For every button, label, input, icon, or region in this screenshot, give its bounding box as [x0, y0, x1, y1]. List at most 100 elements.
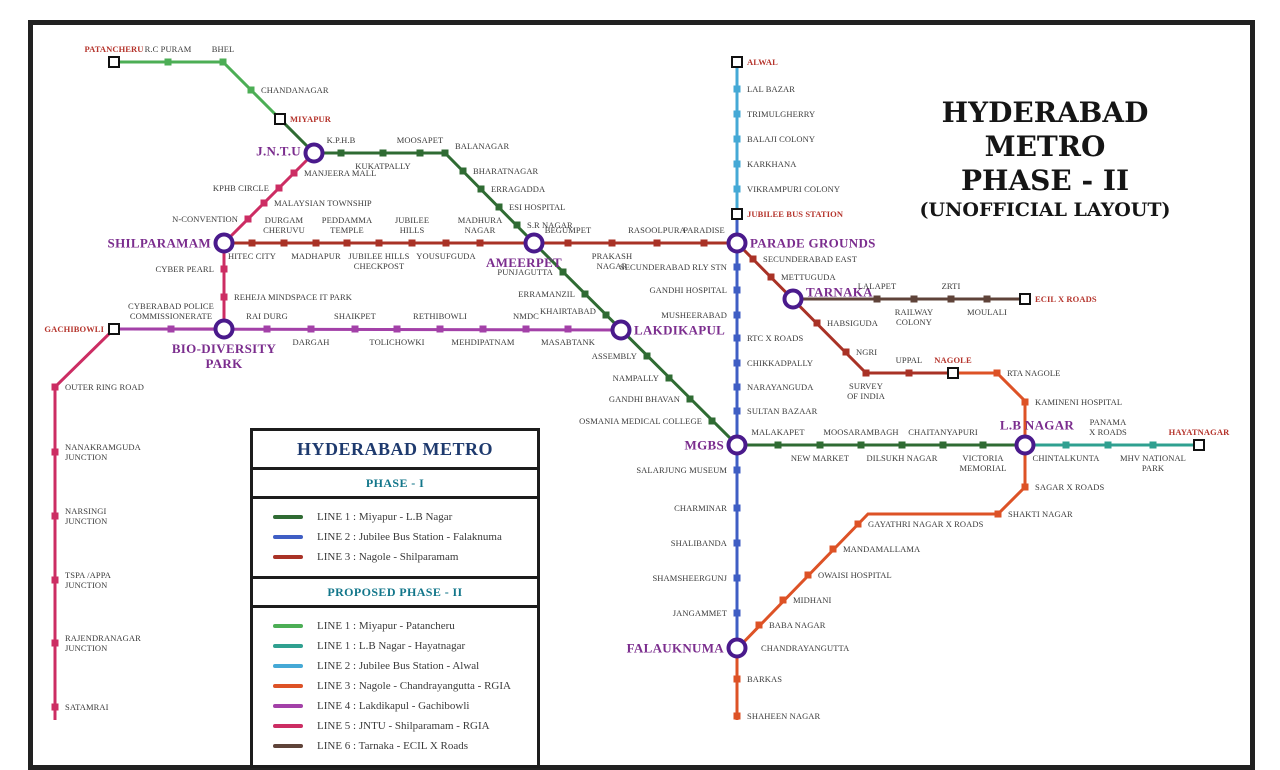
legend-phase2-header: PROPOSED PHASE - II [253, 579, 537, 608]
legend-row-label: LINE 5 : JNTU - Shilparamam - RGIA [317, 720, 490, 732]
legend-row-label: LINE 3 : Nagole - Chandrayangutta - RGIA [317, 680, 511, 692]
station-marker-moulali [983, 295, 991, 303]
station-marker-gandhi-bhavan [686, 395, 694, 403]
station-marker-musheerabad [733, 311, 741, 319]
station-label-habsiguda: HABSIGUDA [827, 317, 878, 328]
station-label-punjagutta: PUNJAGUTTA [497, 266, 553, 277]
station-label-j-n-t-u: J.N.T.U [256, 143, 301, 159]
station-marker-prakash-nagar [608, 239, 616, 247]
legend-row-line-1-miyapur-l-b-nagar: LINE 1 : Miyapur - L.B Nagar [253, 507, 537, 527]
station-label-zrti: ZRTI [941, 280, 961, 291]
station-label-madhura-nagar: MADHURA NAGAR [457, 214, 503, 235]
station-marker-shilparamam [213, 232, 235, 254]
station-marker-chikkadpally [733, 359, 741, 367]
station-label-kukatpally: KUKATPALLY [355, 161, 411, 171]
legend-box: HYDERABAD METRO PHASE - I LINE 1 : Miyap… [250, 428, 540, 768]
station-marker-cyber-pearl [220, 265, 228, 273]
station-marker-osmania-medical-college [708, 417, 716, 425]
station-label-tspa-appa-junction: TSPA /APPA JUNCTION [65, 569, 111, 590]
legend-row-label: LINE 4 : Lakdikapul - Gachibowli [317, 700, 470, 712]
station-label-baba-nagar: BABA NAGAR [769, 619, 826, 630]
station-marker-mehdipatnam [479, 325, 487, 333]
legend-row-line-3-nagole-shilparamam: LINE 3 : Nagole - Shilparamam [253, 547, 537, 567]
station-marker-secunderabad-east [749, 255, 757, 263]
station-marker-falauknuma [726, 637, 748, 659]
station-marker-mhv-national-park [1149, 441, 1157, 449]
station-marker-tarnaka [782, 288, 804, 310]
station-marker-baba-nagar [755, 621, 763, 629]
station-marker-rai-durg [263, 325, 271, 333]
station-label-moosarambagh: MOOSARAMBAGH [823, 426, 899, 437]
station-label-r-c-puram: R.C PURAM [144, 43, 192, 54]
legend-row-line-6-tarnaka-ecil-x-roads: LINE 6 : Tarnaka - ECIL X Roads [253, 736, 537, 756]
station-marker-barkas [733, 675, 741, 683]
map-title: HYDERABAD METRO PHASE - II (UNOFFICIAL L… [880, 96, 1210, 223]
station-label-s-r-nagar: S.R NAGAR [527, 219, 573, 230]
map-title-line3: (UNOFFICIAL LAYOUT) [919, 199, 1171, 222]
station-marker-hayatnagar [1193, 439, 1205, 451]
metro-line-line1-p2-miyapur-patancheru [114, 60, 282, 121]
station-label-jubilee-hills-checkpost: JUBILEE HILLS CHECKPOST [348, 251, 410, 272]
legend-row-label: LINE 1 : L.B Nagar - Hayatnagar [317, 640, 466, 652]
station-marker-j-n-t-u [303, 142, 325, 164]
station-label-mandamallama: MANDAMALLAMA [843, 543, 921, 554]
station-label-ngri: NGRI [856, 346, 878, 357]
station-label-moulali: MOULALI [967, 307, 1007, 317]
station-label-uppal: UPPAL [895, 354, 923, 365]
map-title-line1: HYDERABAD METRO [941, 96, 1149, 164]
legend-row-line-1-miyapur-patancheru: LINE 1 : Miyapur - Patancheru [253, 616, 537, 636]
station-marker-mandamallama [829, 545, 837, 553]
station-label-narayanguda: NARAYANGUDA [747, 381, 814, 392]
station-label-sultan-bazaar: SULTAN BAZAAR [747, 405, 818, 416]
station-marker-survey-of-india [862, 369, 870, 377]
station-label-assembly: ASSEMBLY [591, 350, 637, 361]
station-label-cyberabad-police-commissionerate: CYBERABAD POLICE COMMISSIONERATE [128, 300, 214, 321]
station-marker-gandhi-hospital [733, 286, 741, 294]
station-marker-trimulgherry [733, 110, 741, 118]
station-marker-gachibowli [108, 323, 120, 335]
station-label-osmania-medical-college: OSMANIA MEDICAL COLLEGE [579, 415, 702, 426]
station-label-lalapet: LALAPET [857, 280, 897, 291]
station-marker-uppal [905, 369, 913, 377]
metro-line-line4-lakdikapul-gachibowli [113, 327, 622, 332]
station-label-erramanzil: ERRAMANZIL [518, 288, 575, 299]
station-marker-tolichowki [393, 325, 401, 333]
station-marker-victoria-memorial [979, 441, 987, 449]
station-marker-s-r-nagar [513, 221, 521, 229]
station-label-rtc-x-roads: RTC X ROADS [747, 332, 804, 343]
legend-swatch [273, 704, 303, 708]
station-label-ecil-x-roads: ECIL X ROADS [1035, 293, 1097, 304]
station-marker-secunderabad-rly-stn [733, 263, 741, 271]
station-marker-alwal [731, 56, 743, 68]
station-marker-habsiguda [813, 319, 821, 327]
station-label-rta-nagole: RTA NAGOLE [1007, 367, 1061, 378]
station-label-gandhi-bhavan: GANDHI BHAVAN [608, 393, 680, 404]
station-marker-karkhana [733, 160, 741, 168]
legend-swatch [273, 664, 303, 668]
station-marker-mgbs [726, 434, 748, 456]
station-label-chandanagar: CHANDANAGAR [261, 84, 329, 95]
station-label-parade-grounds: PARADE GROUNDS [750, 235, 876, 251]
station-label-manjeera-mall: MANJEERA MALL [304, 167, 377, 178]
station-label-yousufguda: YOUSUFGUDA [416, 251, 476, 261]
station-label-sagar-x-roads: SAGAR X ROADS [1035, 481, 1105, 492]
station-label-falauknuma: FALAUKNUMA [626, 640, 724, 656]
station-label-railway-colony: RAILWAY COLONY [894, 307, 934, 328]
legend-row-label: LINE 2 : Jubilee Bus Station - Falaknuma [317, 531, 502, 543]
station-label-prakash-nagar: PRAKASH NAGAR [591, 251, 633, 272]
legend-row-label: LINE 1 : Miyapur - L.B Nagar [317, 511, 453, 523]
station-marker-reheja-mindspace-it-park [220, 293, 228, 301]
station-label-new-market: NEW MARKET [790, 453, 850, 463]
station-marker-dargah [307, 325, 315, 333]
station-marker-assembly [643, 352, 651, 360]
station-marker-jubilee-bus-station [731, 208, 743, 220]
station-marker-narsingi-junction [51, 512, 59, 520]
station-label-k-p-h-b: K.P.H.B [326, 134, 356, 145]
legend-swatch [273, 535, 303, 539]
station-label-jubilee-bus-station: JUBILEE BUS STATION [747, 208, 844, 219]
station-marker-parade-grounds [726, 232, 748, 254]
station-label-rasoolpura: RASOOLPURA [628, 224, 686, 235]
legend-swatch [273, 515, 303, 519]
station-label-hayatnagar: HAYATNAGAR [1168, 426, 1230, 437]
station-marker-panama-x-roads [1104, 441, 1112, 449]
